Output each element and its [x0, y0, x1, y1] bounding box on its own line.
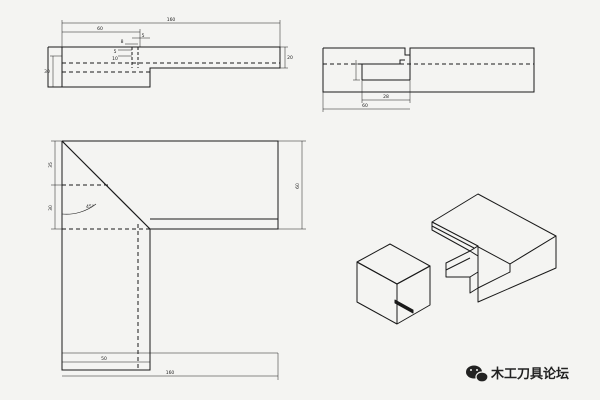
- dim-front-step-c: 5: [114, 49, 117, 55]
- front-view: [48, 20, 288, 87]
- dim-plan-bottom-total: 160: [166, 370, 175, 376]
- dim-plan-top: 35: [48, 162, 54, 168]
- watermark-text: 木工刀具论坛: [490, 366, 569, 382]
- iso-mortise-block: [432, 194, 556, 302]
- plan-angle-arc: [62, 204, 96, 214]
- isometric-view: [357, 194, 556, 324]
- wechat-icon: [466, 365, 489, 383]
- plan-outline: [62, 141, 278, 370]
- front-outline: [48, 47, 280, 87]
- dim-plan-bottom-left: 50: [101, 356, 107, 362]
- dim-front-step-d: 10: [112, 56, 118, 62]
- side-step: [362, 60, 405, 80]
- dim-side-length: 60: [362, 103, 368, 109]
- dim-front-step-b: 8: [121, 39, 124, 45]
- side-outline: [323, 48, 534, 92]
- dim-front-left: 60: [97, 26, 103, 32]
- side-dimension-lines: [323, 60, 410, 112]
- front-dimension-lines: [50, 20, 288, 87]
- dim-side-tenon: 28: [383, 94, 389, 100]
- iso-mortise-slot: [395, 300, 413, 313]
- dim-front-step-a: 5: [142, 33, 145, 39]
- dim-plan-mid: 30: [48, 205, 54, 211]
- dim-plan-angle: 45°: [86, 204, 94, 210]
- side-view: [323, 48, 534, 112]
- dim-plan-height: 60: [295, 183, 301, 189]
- dim-front-total: 160: [167, 17, 176, 23]
- plan-dimension-lines: [51, 141, 306, 380]
- dim-front-height-left: 30: [44, 69, 50, 75]
- plan-view: [51, 141, 306, 380]
- watermark: 木工刀具论坛: [466, 365, 569, 383]
- iso-tenon-block: [357, 244, 430, 324]
- dim-front-height-right: 20: [287, 55, 293, 61]
